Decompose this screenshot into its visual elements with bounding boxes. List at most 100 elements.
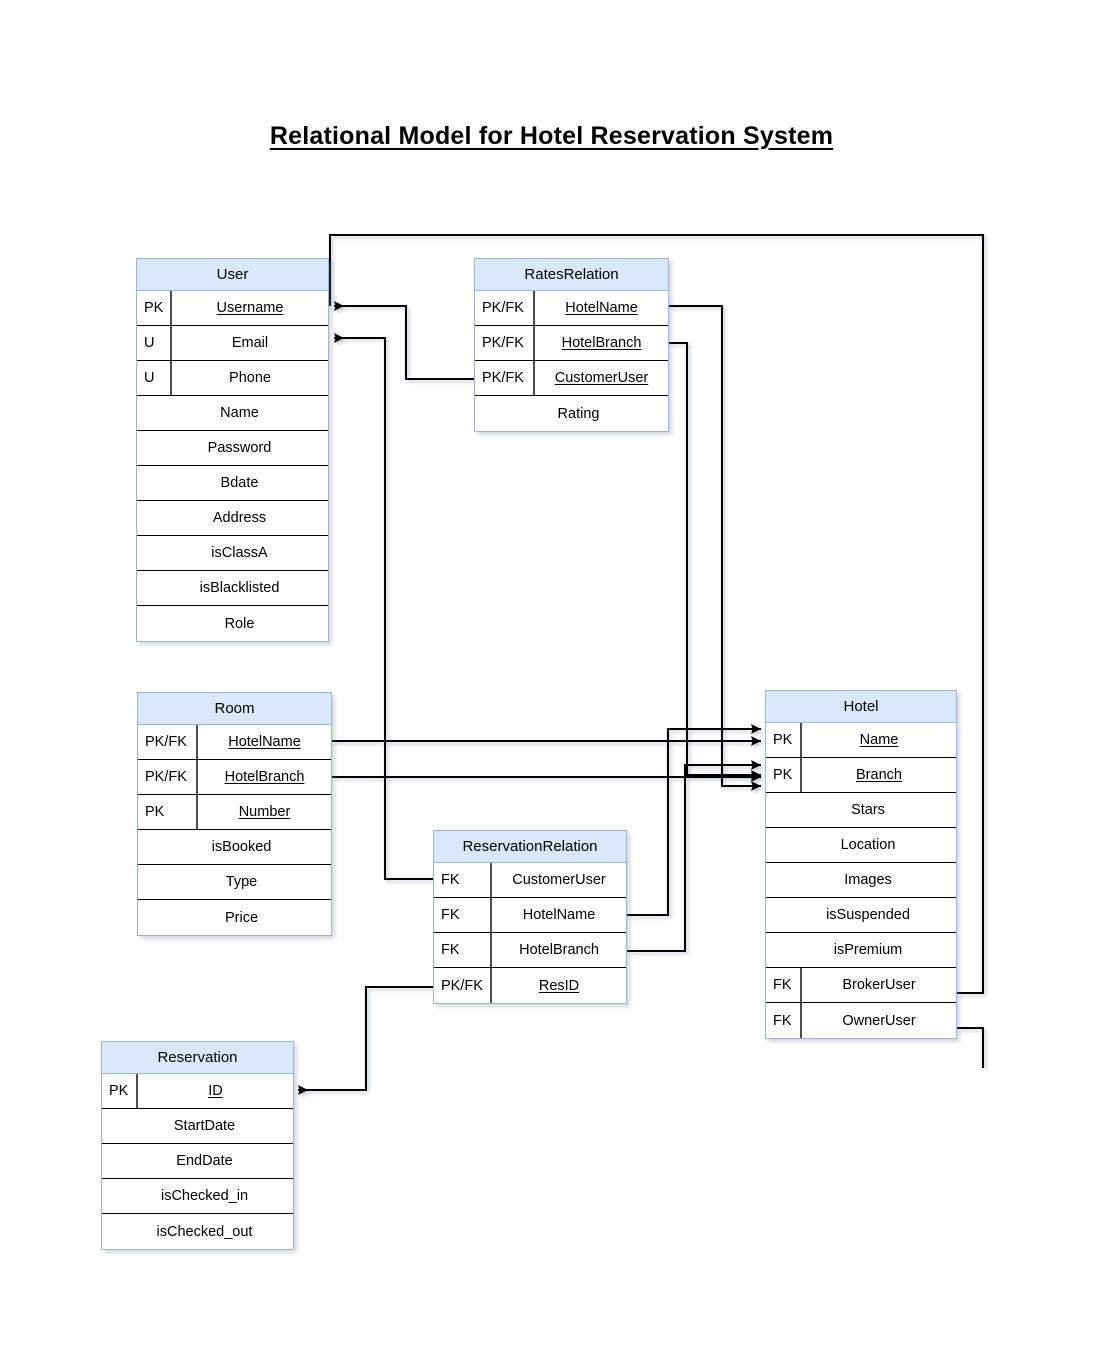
attribute-text: HotelBranch [519, 942, 599, 958]
attribute-text: Branch [856, 767, 902, 783]
attribute-text: Type [225, 874, 258, 890]
key-label-user-phone: U [137, 361, 172, 395]
key-label-rates-relation-hotel-name: PK/FK [475, 291, 535, 325]
entity-title-hotel: Hotel [766, 691, 956, 723]
attribute-text: isChecked_in [160, 1188, 249, 1204]
attribute-row-room-type[interactable]: Type [138, 865, 331, 900]
attribute-row-hotel-is-premium[interactable]: isPremium [766, 933, 956, 968]
attribute-name-rates-relation-hotel-branch: HotelBranch [535, 326, 668, 360]
attribute-row-reservation-start-date[interactable]: StartDate [102, 1109, 293, 1144]
attribute-row-user-name[interactable]: Name [137, 396, 328, 431]
attribute-text: isPremium [833, 942, 903, 958]
attribute-row-hotel-name[interactable]: PK Name [766, 723, 956, 758]
attribute-name-room-price: Price [138, 900, 331, 935]
page-title: Relational Model for Hotel Reservation S… [269, 122, 834, 150]
attribute-row-hotel-images[interactable]: Images [766, 863, 956, 898]
attribute-text: isChecked_out [156, 1223, 253, 1240]
attribute-text: Name [859, 732, 899, 748]
attribute-name-reservation-start-date: StartDate [102, 1109, 293, 1143]
key-label-rates-relation-hotel-branch: PK/FK [475, 326, 535, 360]
attribute-row-user-is-class-a[interactable]: isClassA [137, 536, 328, 571]
attribute-row-user-bdate[interactable]: Bdate [137, 466, 328, 501]
key-label-hotel-broker-user: FK [766, 968, 802, 1002]
entity-title-user: User [137, 259, 328, 291]
attribute-text: Address [212, 510, 267, 526]
attribute-text: Location [840, 837, 896, 853]
attribute-text: Rating [557, 405, 600, 422]
attribute-name-reservation-relation-hotel-name: HotelName [492, 898, 626, 932]
attribute-name-user-username: Username [172, 291, 328, 325]
edge-reservationrelation-hotelname-to-hotel-name [627, 724, 761, 917]
attribute-row-user-password[interactable]: Password [137, 431, 328, 466]
attribute-row-user-email[interactable]: U Email [137, 326, 328, 361]
attribute-text: isBlacklisted [199, 580, 280, 596]
attribute-row-user-role[interactable]: Role [137, 606, 328, 641]
attribute-name-user-role: Role [137, 606, 328, 641]
key-label-user-username: PK [137, 291, 172, 325]
key-label-room-number: PK [138, 795, 198, 829]
attribute-name-hotel-owner-user: OwnerUser [802, 1003, 956, 1038]
attribute-text: Name [220, 405, 259, 421]
key-label-reservation-relation-hotel-name: FK [434, 898, 492, 932]
attribute-name-reservation-relation-res-id: ResID [492, 968, 626, 1003]
attribute-text: StartDate [173, 1118, 236, 1134]
attribute-name-hotel-is-suspended: isSuspended [766, 898, 956, 932]
attribute-text: isBooked [211, 839, 272, 855]
attribute-row-rates-relation-rating[interactable]: Rating [475, 396, 668, 431]
attribute-name-user-address: Address [137, 501, 328, 535]
attribute-text: ResID [538, 977, 580, 994]
entity-title-reservation-relation: ReservationRelation [434, 831, 626, 863]
attribute-text: HotelName [228, 734, 301, 750]
attribute-text: Email [231, 335, 269, 351]
attribute-name-user-is-blacklisted: isBlacklisted [137, 571, 328, 605]
attribute-text: OwnerUser [842, 1012, 916, 1029]
attribute-name-hotel-images: Images [766, 863, 956, 897]
key-label-hotel-name: PK [766, 723, 802, 757]
attribute-row-user-address[interactable]: Address [137, 501, 328, 536]
attribute-row-reservation-end-date[interactable]: EndDate [102, 1144, 293, 1179]
attribute-name-room-type: Type [138, 865, 331, 899]
attribute-row-hotel-stars[interactable]: Stars [766, 793, 956, 828]
attribute-row-room-price[interactable]: Price [138, 900, 331, 935]
attribute-row-reservation-is-checked-in[interactable]: isChecked_in [102, 1179, 293, 1214]
attribute-name-user-email: Email [172, 326, 328, 360]
attribute-row-room-hotel-name[interactable]: PK/FK HotelName [138, 725, 331, 760]
key-label-room-hotel-name: PK/FK [138, 725, 198, 759]
attribute-text: EndDate [176, 1153, 233, 1169]
attribute-row-user-is-blacklisted[interactable]: isBlacklisted [137, 571, 328, 606]
key-label-user-email: U [137, 326, 172, 360]
attribute-name-user-name: Name [137, 396, 328, 430]
attribute-name-user-password: Password [137, 431, 328, 465]
attribute-row-reservation-is-checked-out[interactable]: isChecked_out [102, 1214, 293, 1249]
attribute-name-reservation-is-checked-out: isChecked_out [102, 1214, 293, 1249]
attribute-text: CustomerUser [512, 872, 606, 888]
attribute-row-hotel-location[interactable]: Location [766, 828, 956, 863]
attribute-row-hotel-is-suspended[interactable]: isSuspended [766, 898, 956, 933]
attribute-name-reservation-relation-hotel-branch: HotelBranch [492, 933, 626, 967]
key-label-rates-relation-customer-user: PK/FK [475, 361, 535, 395]
attribute-text: Price [224, 909, 259, 926]
attribute-row-room-is-booked[interactable]: isBooked [138, 830, 331, 865]
